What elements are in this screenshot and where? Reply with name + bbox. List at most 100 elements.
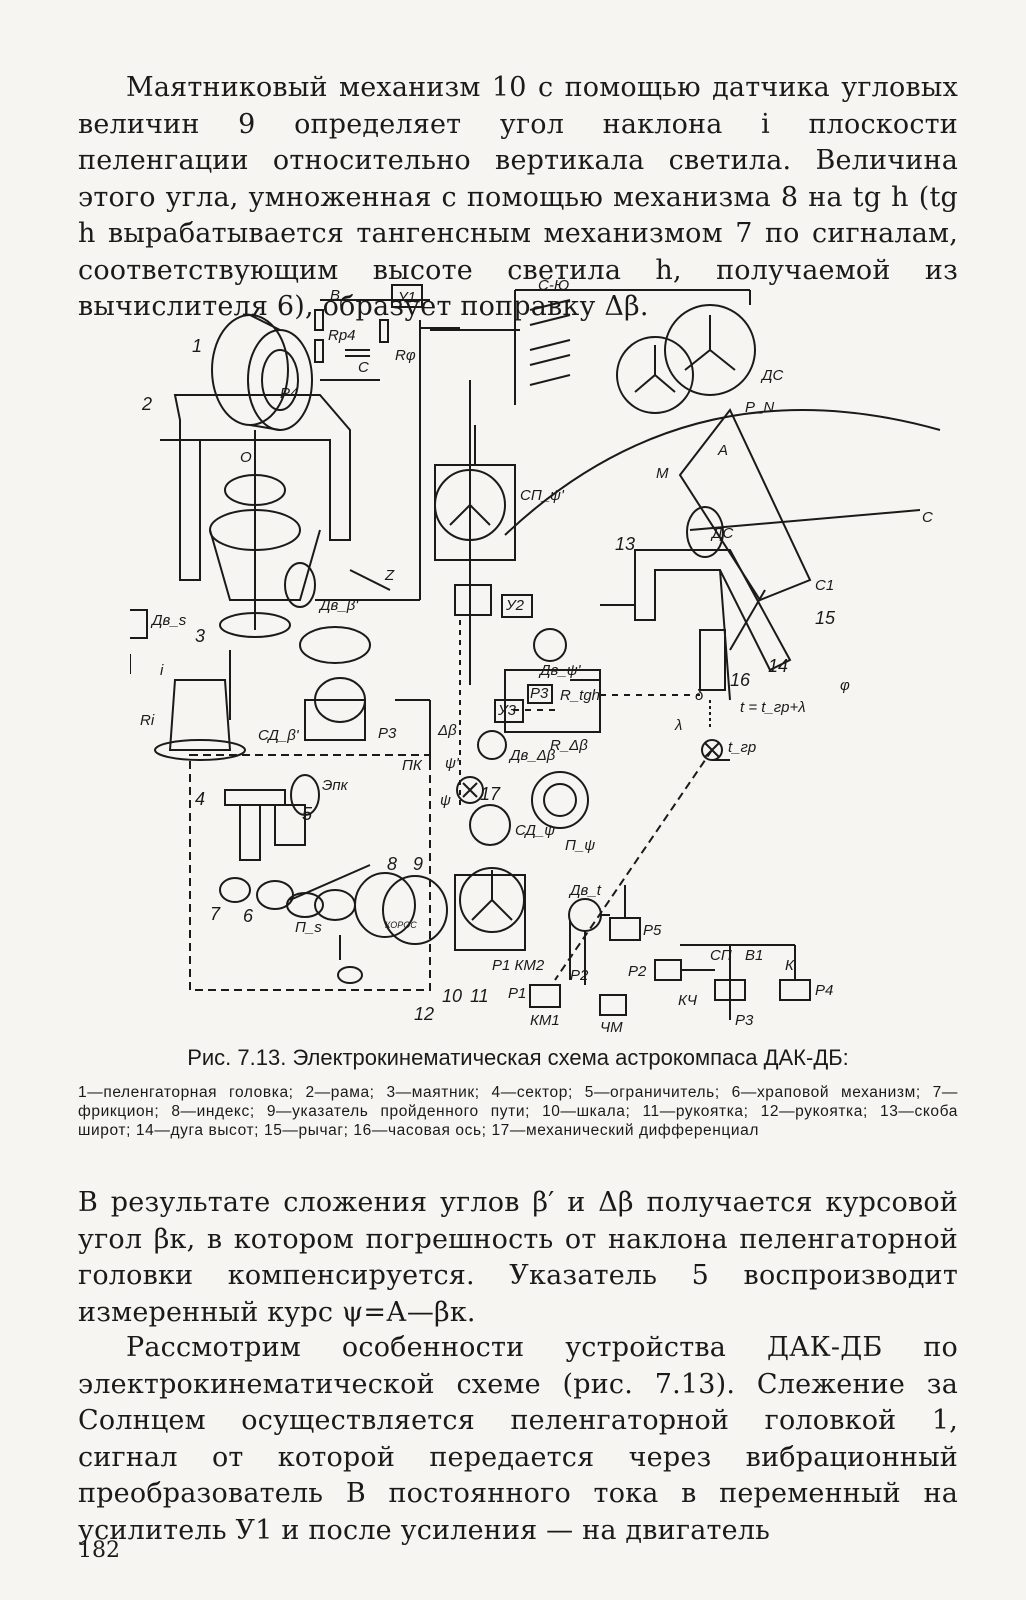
label-SDb: СД_β' <box>258 727 300 744</box>
label-Dvs: Дв_s <box>150 612 187 629</box>
frame-2 <box>160 394 391 630</box>
label-Rtgh: R_tgh <box>560 687 600 704</box>
label-Rp4: Rр4 <box>328 327 356 344</box>
synchro-sdpsi <box>469 804 511 846</box>
sp-psi-synchro <box>434 425 516 561</box>
paragraph-mid2: Рассмотрим особенности устройства ДАК-ДБ… <box>78 1332 958 1546</box>
label-C: С <box>358 359 369 376</box>
top-circuit <box>314 284 460 600</box>
latitude-arc <box>504 408 941 602</box>
label-KM1: КМ1 <box>530 1012 560 1029</box>
labels: 1 2 3 4 5 6 7 8 9 10 11 12 13 14 15 16 1… <box>140 280 933 1036</box>
bracket-13 <box>600 506 792 730</box>
sp-small <box>454 584 492 616</box>
relay-p1 <box>529 984 561 1008</box>
label-O: О <box>240 449 252 466</box>
ds-synchros <box>514 289 756 414</box>
indicator-ppsi <box>531 771 589 829</box>
label-tgr: t_гр <box>728 739 756 756</box>
paragraph-top: Маятниковый механизм 10 с помощью датчик… <box>78 72 958 322</box>
page-number: 182 <box>78 1538 120 1563</box>
label-3: 3 <box>195 626 205 646</box>
label-2: 2 <box>141 394 152 414</box>
label-SP: СП <box>710 947 732 964</box>
label-Rdb: R_Δβ <box>550 737 588 754</box>
label-10: 10 <box>442 986 462 1006</box>
label-Epk: Эпк <box>322 777 349 794</box>
lower-synchro <box>454 867 526 951</box>
label-SPpsi: СП_ψ' <box>520 487 565 504</box>
label-PK: ПК <box>402 757 423 774</box>
label-P2b: Р2 <box>628 963 647 980</box>
label-psip: ψ' <box>445 755 460 772</box>
label-7: 7 <box>210 904 221 924</box>
label-P3b: Р3 <box>530 685 549 702</box>
label-DS2: ДС <box>710 525 734 542</box>
label-17: 17 <box>480 784 501 804</box>
label-Dvpsi: Дв_ψ' <box>538 662 582 679</box>
label-Cr: С <box>922 509 933 526</box>
label-U3: У3 <box>497 702 517 719</box>
label-i: i <box>160 662 164 679</box>
pk-panel <box>189 754 448 991</box>
label-C1: С1 <box>815 577 834 594</box>
label-12: 12 <box>414 1004 434 1024</box>
label-Z: Z <box>384 567 395 584</box>
label-P1KM2: Р1 КМ2 <box>492 957 545 974</box>
motor-dvt <box>568 898 602 932</box>
label-P3: Р3 <box>378 725 397 742</box>
figure-caption-title: Рис. 7.13. Электрокинематическая схема а… <box>187 1045 849 1070</box>
pendulum-3 <box>154 650 246 761</box>
relay-p5 <box>609 917 641 941</box>
label-Dvt: Дв_t <box>568 882 602 899</box>
label-Ri: Ri <box>140 712 155 729</box>
label-SYu: С-Ю <box>538 280 569 294</box>
label-11: 11 <box>470 986 489 1006</box>
label-5: 5 <box>302 804 313 824</box>
label-P2: Р2 <box>570 967 589 984</box>
label-K: К <box>785 957 795 974</box>
label-U2: У2 <box>505 597 525 614</box>
paragraph-mid: В результате сложения углов β′ и Δβ полу… <box>78 1187 958 1328</box>
relay-p2 <box>654 959 682 981</box>
label-P4: Р4 <box>280 385 298 402</box>
label-9: 9 <box>413 854 423 874</box>
box-chm <box>599 994 627 1016</box>
amp-u2-box <box>501 594 533 618</box>
label-psi: ψ <box>440 792 451 809</box>
label-14: 14 <box>768 656 788 676</box>
label-V1: В1 <box>745 947 763 964</box>
label-Rphi: Rφ <box>395 347 416 364</box>
tgh-block <box>456 669 601 804</box>
peleng-head-1 <box>211 314 313 431</box>
label-CHM: ЧМ <box>600 1019 623 1036</box>
scheme-svg: 1 2 3 4 5 6 7 8 9 10 11 12 13 14 15 16 1… <box>130 280 941 1036</box>
label-Ppsi: П_ψ <box>565 837 595 854</box>
label-korosi: КОРОС <box>385 920 417 930</box>
relay-p4 <box>779 979 811 1001</box>
label-delta: δ <box>695 687 704 704</box>
motor-dvs <box>130 609 148 639</box>
label-Ps: П_s <box>295 919 322 936</box>
label-15: 15 <box>815 608 836 628</box>
label-phi: φ <box>840 677 850 694</box>
label-lam: λ <box>674 717 682 734</box>
label-6: 6 <box>243 906 254 926</box>
label-Dvdb: Дв_Δβ <box>508 747 556 764</box>
gear-stack <box>219 562 371 741</box>
label-P1: Р1 <box>508 985 526 1002</box>
label-13: 13 <box>615 534 635 554</box>
label-P3c: Р3 <box>735 1012 754 1029</box>
label-B: В <box>330 287 340 304</box>
motor-dvpsi <box>533 628 567 662</box>
label-KCH: КЧ <box>678 992 698 1009</box>
label-16: 16 <box>730 670 751 690</box>
label-Dvb: Дв_β' <box>318 597 359 614</box>
label-1: 1 <box>192 336 202 356</box>
label-SDpsi: СД_ψ <box>515 822 555 839</box>
label-DS: ДС <box>760 367 784 384</box>
label-teq: t = t_гр+λ <box>740 699 806 716</box>
label-U1: У1 <box>397 289 416 306</box>
label-db: Δβ <box>437 722 457 739</box>
label-4: 4 <box>195 789 205 809</box>
